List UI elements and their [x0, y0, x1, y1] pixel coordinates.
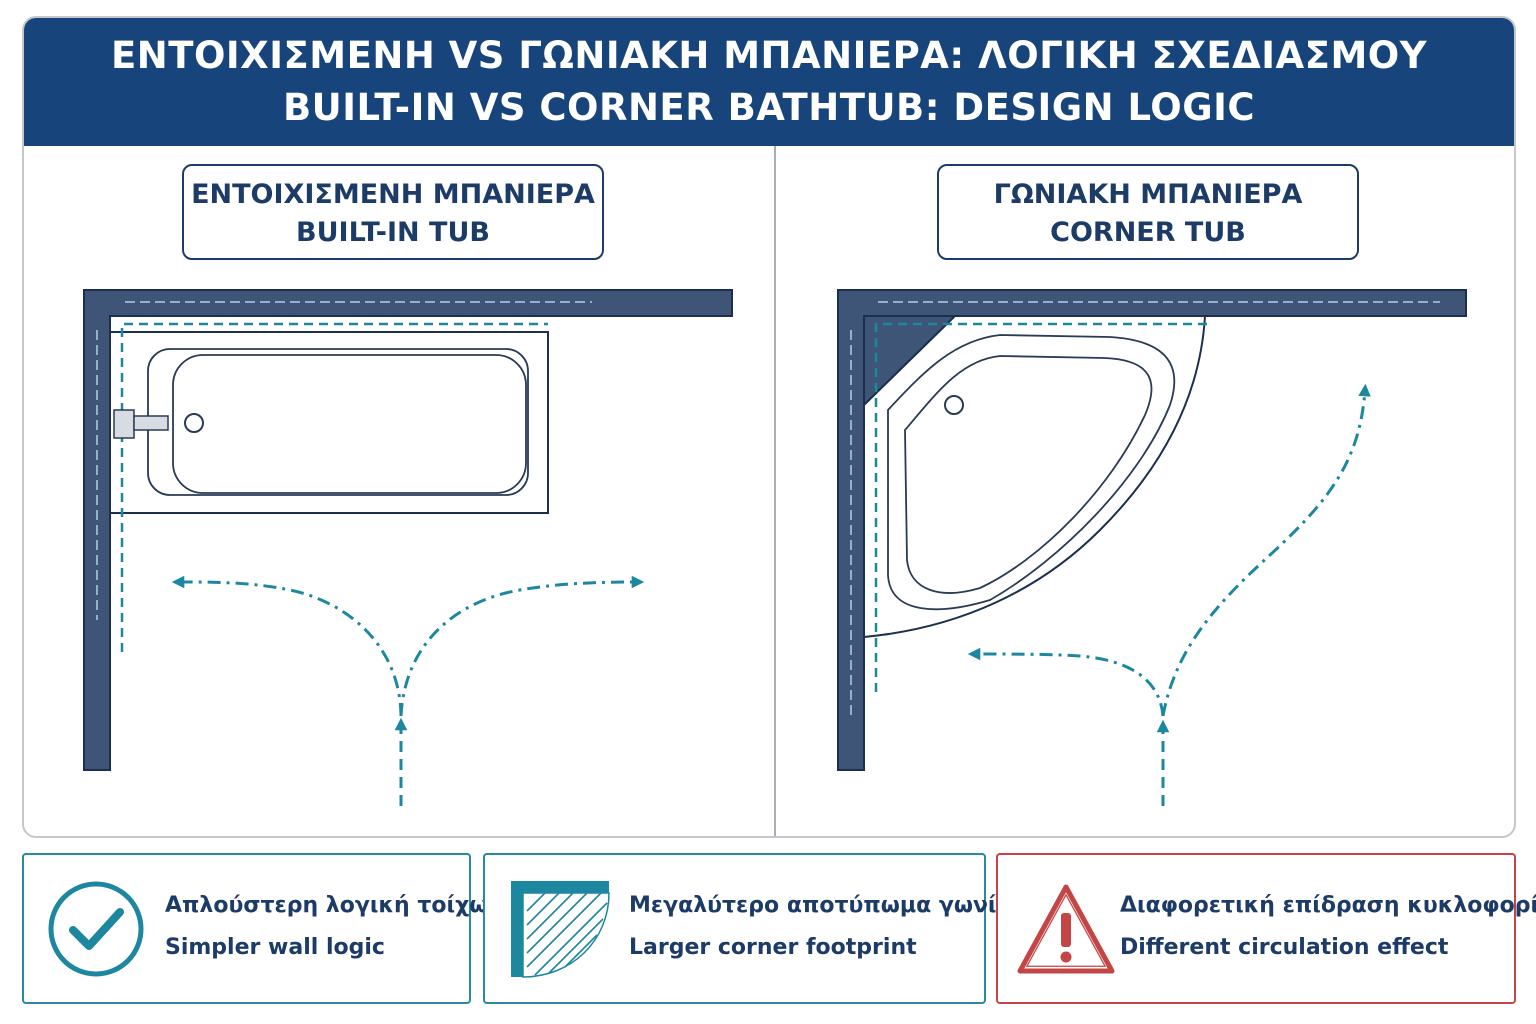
footer-text-english: Larger corner footprint	[629, 935, 917, 960]
built-in-tub-label-greek: ΕΝΤΟΙΧΙΣΜΕΝΗ ΜΠΑΝΙΕΡΑ	[191, 179, 595, 210]
built-in-plan	[83, 289, 733, 806]
corner-tub-outer	[887, 334, 1176, 611]
footer-card-corner-footprint: Μεγαλύτερο αποτύπωμα γωνίας Larger corne…	[483, 853, 1025, 1004]
corner-tub-label-greek: ΓΩΝΙΑΚΗ ΜΠΑΝΙΕΡΑ	[993, 179, 1303, 210]
corner-circulation-left-arrow	[967, 647, 1165, 717]
check-circle-icon	[48, 881, 144, 977]
built-in-clearance-line	[120, 322, 548, 652]
footer-card-simpler-wall: Απλούστερη λογική τοίχων Simpler wall lo…	[22, 853, 503, 1004]
footer-text-greek: Διαφορετική επίδραση κυκλοφορίας	[1120, 893, 1536, 918]
panel-divider	[774, 146, 776, 836]
corner-tub-inner	[904, 355, 1153, 594]
warning-triangle-icon	[1017, 884, 1115, 974]
title-banner: ΕΝΤΟΙΧΙΣΜΕΝΗ VS ΓΩΝΙΑΚΗ ΜΠΑΝΙΕΡΑ: ΛΟΓΙΚΗ…	[24, 18, 1514, 146]
circulation-left-arrow	[171, 575, 403, 717]
corner-tub-label: ΓΩΝΙΑΚΗ ΜΠΑΝΙΕΡΑ CORNER TUB	[937, 164, 1359, 260]
corner-footprint-icon	[511, 881, 610, 978]
built-in-wall	[83, 289, 733, 771]
footer-card-circulation: Διαφορετική επίδραση κυκλοφορίας Differe…	[996, 853, 1536, 1004]
built-in-tub-inner	[172, 354, 527, 494]
diagram-frame: ΕΝΤΟΙΧΙΣΜΕΝΗ VS ΓΩΝΙΑΚΗ ΜΠΑΝΙΕΡΑ: ΛΟΓΙΚΗ…	[22, 16, 1516, 838]
footer-text-greek: Μεγαλύτερο αποτύπωμα γωνίας	[629, 893, 1025, 918]
built-in-tub-enclosure	[109, 331, 549, 514]
footer-text-english: Different circulation effect	[1120, 935, 1449, 960]
title-greek: ΕΝΤΟΙΧΙΣΜΕΝΗ VS ΓΩΝΙΑΚΗ ΜΠΑΝΙΕΡΑ: ΛΟΓΙΚΗ…	[110, 34, 1428, 77]
built-in-drain	[184, 413, 204, 433]
faucet-icon	[113, 409, 169, 439]
corner-drain	[944, 395, 964, 415]
corner-tub-label-english: CORNER TUB	[1050, 217, 1246, 248]
title-english: BUILT-IN VS CORNER BATHTUB: DESIGN LOGIC	[282, 86, 1256, 129]
circulation-right-arrow	[399, 575, 645, 717]
corner-plan	[837, 289, 1467, 806]
corner-circulation-up-arrow	[1161, 383, 1371, 717]
built-in-tub-label: ΕΝΤΟΙΧΙΣΜΕΝΗ ΜΠΑΝΙΕΡΑ BUILT-IN TUB	[182, 164, 604, 260]
footer-text-greek: Απλούστερη λογική τοίχων	[165, 893, 504, 918]
corner-clearance-line	[874, 322, 1210, 692]
footer-text-english: Simpler wall logic	[165, 935, 385, 960]
corner-tub-footprint	[863, 315, 1207, 639]
built-in-tub-label-english: BUILT-IN TUB	[296, 217, 490, 248]
